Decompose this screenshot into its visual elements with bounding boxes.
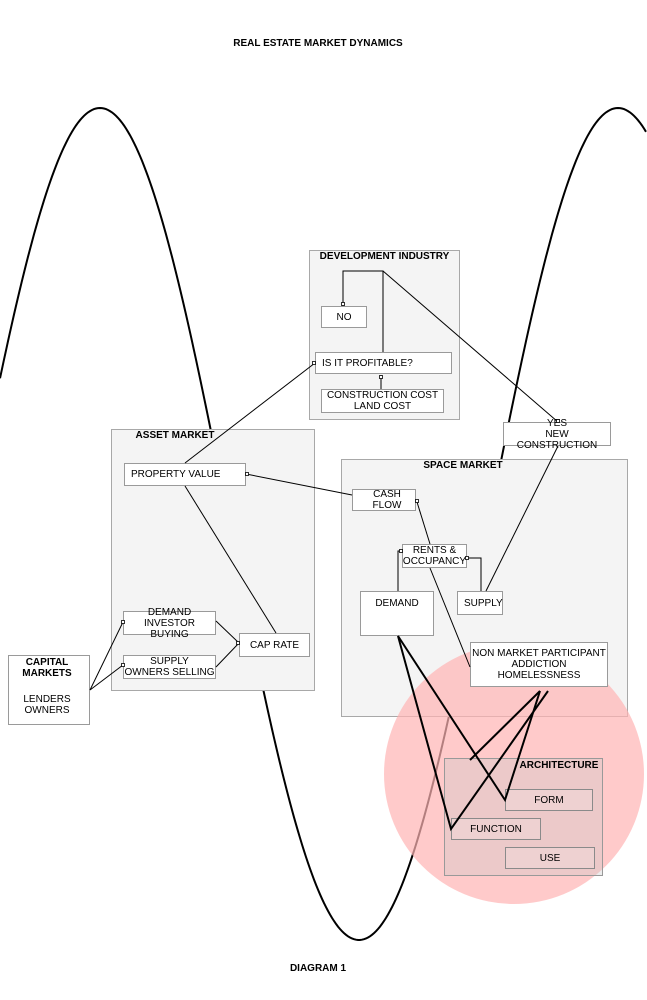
connector-capital-investor [89, 621, 124, 691]
connector-supply-yes [485, 445, 559, 592]
connector-investor-caprate [215, 620, 240, 644]
capital-markets-node [8, 655, 90, 725]
capital-markets-title: CAPITAL MARKETS [22, 657, 72, 679]
is-it-profitable-node: IS IT PROFITABLE? [315, 352, 452, 374]
function-node: FUNCTION [451, 818, 541, 840]
connector-rents-nonmarket [429, 567, 471, 668]
anchor-yes [556, 419, 560, 423]
anchor-property [245, 472, 249, 476]
demand-investor-buying-node: DEMAND INVESTOR BUYING [123, 607, 216, 640]
connector-demand-architecture-a [397, 635, 549, 832]
supply-owners-selling-node: SUPPLY OWNERS SELLING [123, 655, 216, 679]
space-market-title: SPACE MARKET [423, 460, 503, 471]
no-node: NO [321, 306, 367, 328]
demand-node: DEMAND [360, 591, 434, 636]
connector-profitable-no [342, 270, 384, 352]
non-market-participant-node: NON MARKET PARTICIPANT ADDICTION HOMELES… [470, 642, 608, 687]
use-node: USE [505, 847, 595, 869]
connector-demand-architecture-b [397, 635, 541, 803]
connector-owners-caprate [215, 642, 240, 668]
anchor-investor [121, 620, 125, 624]
connector-property-profitable [184, 362, 316, 464]
asset-market-title: ASSET MARKET [135, 430, 215, 441]
connector-cashflow-rents [416, 501, 431, 545]
anchor-cashflow [415, 499, 419, 503]
anchor-rents-right [465, 556, 469, 560]
construction-cost-node: CONSTRUCTION COST LAND COST [321, 389, 444, 413]
diagram-title: REAL ESTATE MARKET DYNAMICS [233, 38, 403, 49]
architecture-title: ARCHITECTURE [519, 760, 599, 771]
connector-rents-demand [397, 550, 402, 591]
anchor-rents-left [399, 549, 403, 553]
connector-nonmarket-architecture [469, 690, 541, 761]
connector-rents-supply [467, 557, 482, 591]
anchor-cost [379, 375, 383, 379]
cap-rate-node: CAP RATE [239, 633, 310, 657]
anchor-caprate [236, 641, 240, 645]
connector-property-cashflow [245, 473, 353, 496]
connector-property-caprate [184, 485, 277, 634]
capital-markets-body: LENDERS OWNERS [23, 694, 71, 716]
anchor-profitable [312, 361, 316, 365]
connector-capital-owners [89, 664, 124, 691]
diagram-footer: DIAGRAM 1 [289, 963, 347, 974]
architecture-panel [444, 758, 603, 876]
supply-node: SUPPLY [457, 591, 503, 615]
development-industry-title: DEVELOPMENT INDUSTRY [319, 251, 450, 262]
anchor-owners [121, 663, 125, 667]
rents-occupancy-node: RENTS & OCCUPANCY [402, 544, 467, 568]
connector-profitable-yes [382, 270, 559, 423]
sine-wave-curve [0, 106, 647, 941]
anchor-no [341, 302, 345, 306]
